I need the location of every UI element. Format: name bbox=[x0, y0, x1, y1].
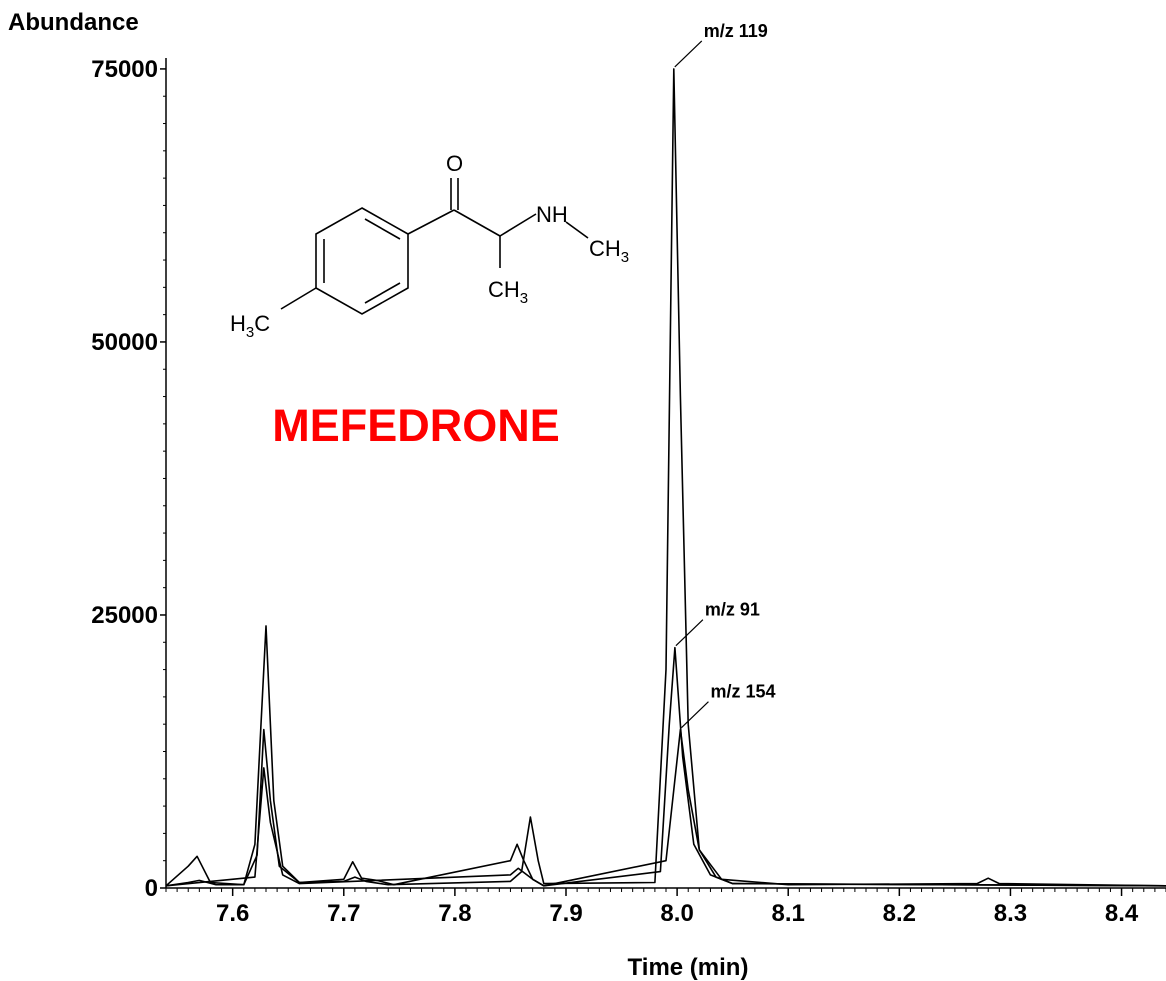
y-tick-label: 25000 bbox=[91, 602, 158, 629]
atom-alpha-methyl: CH3 bbox=[488, 277, 528, 307]
series-line-2 bbox=[165, 646, 1166, 887]
bond-ring-carbonyl bbox=[407, 209, 455, 235]
annotation-label-3: m/z 154 bbox=[710, 682, 775, 702]
bond-ring-methyl bbox=[280, 287, 317, 310]
x-tick-label: 7.9 bbox=[549, 900, 582, 927]
annotation-label-1: m/z 119 bbox=[704, 21, 768, 41]
compound-name: MEFEDRONE bbox=[272, 400, 560, 451]
x-tick-label: 8.1 bbox=[772, 900, 805, 927]
structure-atoms: O NH CH3 CH3 H3C bbox=[230, 151, 629, 341]
axes bbox=[165, 58, 1166, 889]
bond-alpha-n bbox=[499, 213, 537, 237]
x-tick-label: 7.7 bbox=[327, 900, 360, 927]
ring-double-bond-2 bbox=[364, 282, 401, 304]
x-tick-label: 8.4 bbox=[1105, 900, 1139, 927]
x-tick-label: 7.8 bbox=[438, 900, 471, 927]
y-tick-label: 50000 bbox=[91, 329, 158, 356]
annotation-leader-3 bbox=[681, 701, 709, 729]
benzene-ring bbox=[315, 207, 409, 315]
atom-aryl-methyl: H3C bbox=[230, 311, 270, 341]
chemical-structure bbox=[280, 178, 589, 315]
annotation-leader-2 bbox=[675, 619, 704, 647]
annotation-leader-1 bbox=[674, 40, 703, 68]
x-tick-label: 8.2 bbox=[883, 900, 916, 927]
x-tick-label: 8.3 bbox=[994, 900, 1027, 927]
atom-nh: NH bbox=[536, 202, 568, 227]
ring-double-bond-1 bbox=[364, 218, 401, 240]
series-group bbox=[165, 68, 1166, 887]
y-axis-title: Abundance bbox=[8, 9, 139, 36]
atom-amine-methyl: CH3 bbox=[589, 236, 629, 266]
x-axis-title: Time (min) bbox=[628, 954, 749, 981]
x-tick-label: 8.0 bbox=[660, 900, 693, 927]
y-tick-label: 75000 bbox=[91, 56, 158, 83]
y-tick-label: 0 bbox=[145, 875, 158, 902]
peak-annotations: m/z 119 m/z 91 m/z 154 bbox=[674, 21, 775, 729]
annotation-label-2: m/z 91 bbox=[705, 600, 760, 620]
bond-n-methyl bbox=[565, 221, 589, 239]
series-line-1 bbox=[165, 68, 1166, 887]
atom-oxygen: O bbox=[446, 151, 463, 176]
series-line-3 bbox=[165, 728, 1166, 887]
bond-carbonyl-alpha bbox=[453, 209, 501, 237]
x-tick-label: 7.6 bbox=[216, 900, 249, 927]
axis-ticks: 0 25000 50000 75000 7.6 7.7 7.8 7.9 8.0 8.1 8.2 8.3… bbox=[91, 56, 1166, 927]
